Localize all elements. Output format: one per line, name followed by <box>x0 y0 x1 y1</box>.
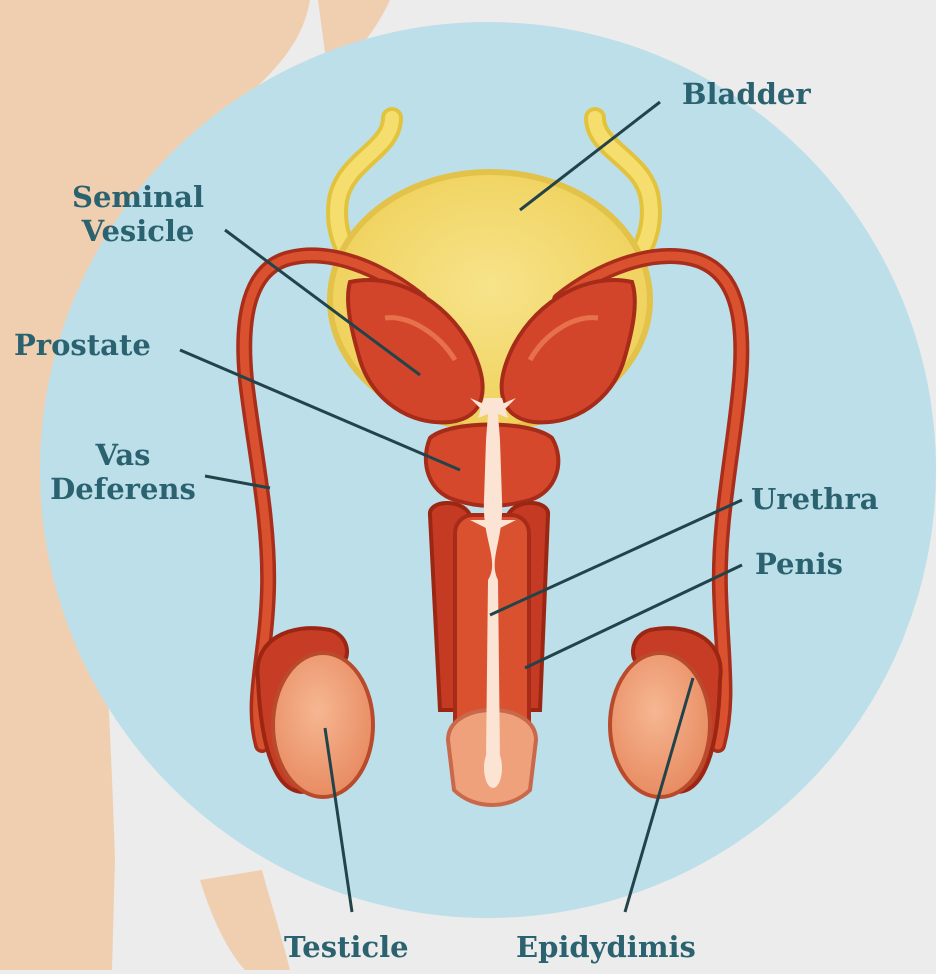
vas-deferens-label-line-2: Deferens <box>38 472 208 506</box>
urethra-label: Urethra <box>751 482 879 516</box>
seminal-vesicle-label: Seminal Vesicle <box>58 180 218 248</box>
penis-label: Penis <box>755 547 843 581</box>
prostate-label: Prostate <box>14 328 151 362</box>
bladder-label: Bladder <box>682 77 811 111</box>
vas-deferens-label: Vas Deferens <box>38 438 208 506</box>
epididymis-label: Epidydimis <box>516 930 696 964</box>
vas-deferens-label-line-1: Vas <box>38 438 208 472</box>
seminal-vesicle-label-line-1: Seminal <box>58 180 218 214</box>
testicle-label: Testicle <box>284 930 409 964</box>
seminal-vesicle-label-line-2: Vesicle <box>58 214 218 248</box>
